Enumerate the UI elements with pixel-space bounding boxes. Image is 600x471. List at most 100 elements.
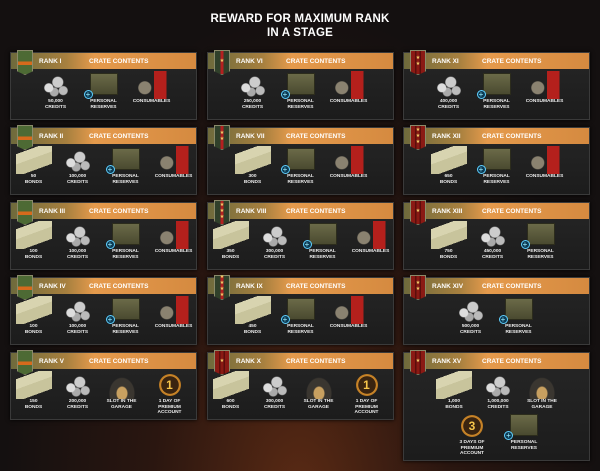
rank-header: RANK XIV CRATE CONTENTS xyxy=(404,278,589,294)
star-icon: ★ xyxy=(219,207,225,214)
reward-items: 50,000 CREDITS+ PERSONAL RESERVES CONSUM… xyxy=(11,71,196,110)
reward-label: CONSUMABLES xyxy=(351,249,390,254)
reward-item-credits: 50,000 CREDITS xyxy=(37,71,75,110)
bonds-icon xyxy=(212,221,249,249)
bonds-icon xyxy=(436,371,472,399)
reward-label: 1 DAY OF PREMIUM ACCOUNT xyxy=(354,399,379,415)
rank-panel: RANK XIII CRATE CONTENTS ★ 750 BONDS 450… xyxy=(403,200,590,270)
bonds-icon xyxy=(234,296,271,324)
credits-icon xyxy=(474,221,511,249)
rank-panel: RANK XI CRATE CONTENTS ★★ 400,000 CREDIT… xyxy=(403,50,590,120)
reward-item-consumables: CONSUMABLES xyxy=(526,146,564,185)
reward-items: 600 BONDS 300,000 CREDITS SLOT IN THE GA… xyxy=(208,371,393,416)
crate-contents-label: CRATE CONTENTS xyxy=(286,57,346,65)
reward-label: 1,000,000 CREDITS xyxy=(487,399,509,410)
reward-label: PERSONAL RESERVES xyxy=(505,324,532,335)
rank-name: RANK IX xyxy=(236,282,263,290)
reward-item-reserves: + PERSONAL RESERVES xyxy=(81,71,127,110)
reward-item-bonds: 1,000 BONDS xyxy=(435,371,473,410)
reward-item-credits: 450,000 CREDITS xyxy=(474,221,512,260)
reward-label: CONSUMABLES xyxy=(154,174,193,179)
star-icon: ★ xyxy=(415,138,421,145)
reward-label: 100,000 CREDITS xyxy=(66,324,89,335)
reward-label: 1 DAY OF PREMIUM ACCOUNT xyxy=(157,399,182,415)
rank-header: RANK III CRATE CONTENTS xyxy=(11,203,196,219)
rank-header: RANK I CRATE CONTENTS xyxy=(11,53,196,69)
premium-account-icon: 3 xyxy=(454,412,490,440)
reward-label: PERSONAL RESERVES xyxy=(510,440,538,451)
personal-reserves-icon: + xyxy=(105,221,144,249)
rank-panel: RANK VI CRATE CONTENTS ★ 250,000 CREDITS… xyxy=(207,50,394,120)
reward-label: 3 DAYS OF PREMIUM ACCOUNT xyxy=(459,440,485,456)
reward-label: 50 BONDS xyxy=(24,174,43,185)
personal-reserves-icon: + xyxy=(280,146,319,174)
star-icon: ★ xyxy=(219,357,225,364)
premium-days-number: 3 xyxy=(461,415,483,437)
reward-item-premium: 3 3 DAYS OF PREMIUM ACCOUNT xyxy=(449,412,495,457)
rank-panel: RANK VII CRATE CONTENTS ★★ 300 BONDS+ PE… xyxy=(207,125,394,195)
rank-name: RANK VIII xyxy=(236,207,267,215)
premium-days-number: 1 xyxy=(158,374,181,396)
reward-item-reserves: + PERSONAL RESERVES xyxy=(474,71,520,110)
rank-header: RANK XI CRATE CONTENTS xyxy=(404,53,589,69)
slot-icon xyxy=(300,371,337,399)
star-icon: ★ xyxy=(219,285,225,292)
crate-contents-label: CRATE CONTENTS xyxy=(482,57,542,65)
reward-item-bonds: 50 BONDS xyxy=(15,146,53,185)
rank-name: RANK XI xyxy=(432,57,459,65)
reward-label: 200,000 CREDITS xyxy=(66,399,89,410)
personal-reserves-icon: + xyxy=(105,146,144,174)
reward-items: 50 BONDS 100,000 CREDITS+ PERSONAL RESER… xyxy=(11,146,196,185)
slot-icon xyxy=(524,371,560,399)
rank-panel: RANK V CRATE CONTENTS 150 BONDS 200,000 … xyxy=(10,350,197,420)
reward-label: 100 BONDS xyxy=(24,249,43,260)
reward-label: SLOT IN THE GARAGE xyxy=(527,399,557,410)
consumables-icon xyxy=(330,296,367,324)
rank-badge-icon: ★★ xyxy=(214,125,230,150)
reward-item-bonds: 300 BONDS xyxy=(234,146,272,185)
reward-label: SLOT IN THE GARAGE xyxy=(106,399,137,410)
reward-label: 400,000 CREDITS xyxy=(437,99,460,110)
reward-items: 750 BONDS 450,000 CREDITS+ PERSONAL RESE… xyxy=(404,221,589,260)
reward-item-premium: 1 1 DAY OF PREMIUM ACCOUNT xyxy=(147,371,193,416)
rank-name: RANK VII xyxy=(236,132,265,140)
rank-badge-icon: ★★ xyxy=(410,50,426,75)
consumables-icon xyxy=(330,146,367,174)
star-icon: ★ xyxy=(415,285,421,292)
reward-item-bonds: 100 BONDS xyxy=(15,296,53,335)
rank-panel: RANK X CRATE CONTENTS ★ 600 BONDS 300,00… xyxy=(207,350,394,420)
star-icon: ★ xyxy=(415,60,421,67)
reward-label: PERSONAL RESERVES xyxy=(287,99,314,110)
rank-name: RANK V xyxy=(39,357,64,365)
reward-label: 750 BONDS xyxy=(439,249,458,260)
star-icon: ★ xyxy=(219,273,225,280)
rank-name: RANK XII xyxy=(432,132,461,140)
reward-item-bonds: 650 BONDS xyxy=(430,146,468,185)
reward-label: PERSONAL RESERVES xyxy=(112,174,139,185)
star-icon: ★ xyxy=(219,213,225,220)
reward-item-credits: 300,000 CREDITS xyxy=(256,371,294,416)
reward-item-consumables: CONSUMABLES xyxy=(155,296,193,335)
reward-item-slot: SLOT IN THE GARAGE xyxy=(103,371,141,416)
credits-icon xyxy=(480,371,516,399)
rank-panel: RANK XV CRATE CONTENTS ★ 1,000 BONDS 1,0… xyxy=(403,350,590,461)
reward-label: 300,000 CREDITS xyxy=(263,249,286,260)
rank-badge-icon: ★★★ xyxy=(410,125,426,150)
star-icon: ★ xyxy=(219,57,225,64)
reward-label: CONSUMABLES xyxy=(329,324,368,329)
reward-items: 650 BONDS+ PERSONAL RESERVES CONSUMABLES xyxy=(404,146,589,185)
crate-contents-label: CRATE CONTENTS xyxy=(482,282,542,290)
credits-icon xyxy=(59,221,96,249)
reward-item-credits: 250,000 CREDITS xyxy=(234,71,272,110)
reward-item-reserves: + PERSONAL RESERVES xyxy=(518,221,564,260)
rank-panel: RANK XII CRATE CONTENTS ★★★ 650 BONDS+ P… xyxy=(403,125,590,195)
reward-item-bonds: 750 BONDS xyxy=(430,221,468,260)
reward-item-credits: 100,000 CREDITS xyxy=(59,296,97,335)
reward-label: 300 BONDS xyxy=(243,174,262,185)
title-line-2: IN A STAGE xyxy=(266,27,334,39)
reward-items: 250,000 CREDITS+ PERSONAL RESERVES CONSU… xyxy=(208,71,393,110)
credits-icon xyxy=(59,146,96,174)
crate-contents-label: CRATE CONTENTS xyxy=(89,207,149,215)
rank-name: RANK III xyxy=(39,207,65,215)
reward-items: 1,000 BONDS 1,000,000 CREDITS SLOT IN TH… xyxy=(418,371,578,457)
